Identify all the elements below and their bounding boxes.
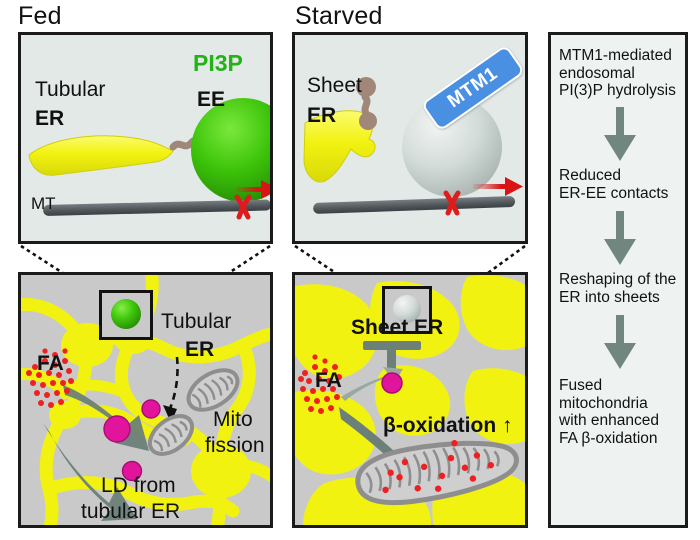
summary-step-1: MTM1-mediated endosomal PI(3)P hydrolysi… (559, 47, 685, 100)
fa-cluster-fed (26, 348, 74, 408)
inset-box-fed (99, 290, 153, 340)
mitochondrion-1 (186, 368, 240, 412)
summary-step-4-line-1: Fused (559, 377, 603, 394)
label-tubular-bottom: Tubular (161, 310, 232, 333)
label-er-fed: ER (35, 107, 65, 130)
lipid-droplet-1 (103, 415, 131, 443)
fa-transfer-arrow-2 (43, 423, 137, 521)
panel-summary: MTM1-mediated endosomal PI(3)P hydrolysi… (548, 32, 688, 528)
label-fa-starved: FA (315, 369, 342, 392)
flow-arrow-icon-2 (604, 211, 636, 265)
lipid-droplet-starved (381, 372, 403, 394)
summary-step-1-line-2: endosomal (559, 64, 635, 82)
summary-step-4-line-4: FA β-oxidation (559, 429, 658, 447)
summary-step-3-line-2: ER into sheets (559, 288, 660, 306)
er-node-3 (191, 444, 251, 498)
label-er-starved: ER (307, 104, 337, 127)
summary-step-4: Fused mitochondria with enhanced FA β-ox… (559, 377, 685, 447)
summary-step-2: Reduced ER-EE contacts (559, 167, 685, 202)
label-sheet-er: Sheet ER (351, 316, 444, 339)
microtubule (43, 199, 270, 216)
lipid-droplet-2 (141, 399, 161, 419)
early-endosome (191, 98, 270, 202)
summary-step-2-line-2: ER-EE contacts (559, 184, 669, 202)
panel-starved-top: MTM1 Sheet ER (292, 32, 528, 244)
label-ee: EE (197, 88, 226, 111)
microtubule-starved (313, 196, 516, 214)
motor-protein-starved (443, 190, 461, 216)
summary-step-1-line-1: MTM1-mediated (559, 47, 672, 64)
inset-ee-vesicle (111, 299, 141, 329)
panel-starved-bottom: FA Sheet ER β-oxidation ↑ (292, 272, 528, 528)
summary-step-4-line-2: mitochondria (559, 394, 648, 412)
label-pi3p: PI3P (193, 50, 243, 76)
dashed-pointer-icon (167, 356, 179, 412)
inset-endosome-gray (393, 295, 421, 323)
panel-fed-top: Tubular ER PI3P EE MT (18, 32, 273, 244)
flow-arrow-icon-3 (604, 315, 636, 369)
page-title-starved: Starved (295, 2, 383, 30)
dashed-pointer-head (163, 405, 177, 423)
endosome-no-pi3p (402, 97, 502, 197)
label-ld-line1: LD from (101, 474, 176, 497)
summary-step-4-line-3: with enhanced (559, 412, 659, 429)
flow-arrow-icon-1 (604, 107, 636, 161)
er-node-4 (49, 401, 81, 429)
summary-step-1-line-3: PI(3)P hydrolysis (559, 82, 676, 99)
label-mt: MT (31, 194, 56, 213)
label-sheet: Sheet (307, 74, 362, 97)
summary-step-3-line-1: Reshaping of the (559, 271, 677, 288)
label-er-bottom: ER (185, 338, 215, 361)
fa-in-mitochondrion (382, 439, 495, 494)
motility-arrowhead-starved (505, 177, 523, 196)
motility-arrow-layer (236, 180, 270, 199)
inset-box-starved (382, 286, 432, 334)
label-fission: fission (205, 434, 265, 457)
tether-knob-top (356, 77, 376, 97)
sheet-er-network (295, 275, 525, 525)
tether-knob-bottom (359, 112, 377, 130)
label-beta-oxidation: β-oxidation ↑ (383, 414, 513, 437)
summary-step-3: Reshaping of the ER into sheets (559, 271, 685, 306)
label-mito: Mito (213, 408, 253, 431)
inhibition-bar-icon (363, 341, 421, 375)
label-ld-line2: tubular ER (81, 500, 181, 523)
page-title-fed: Fed (18, 2, 62, 30)
panel-fed-bottom: FA Tubular ER Mito fission LD from tubul… (18, 272, 273, 528)
motor-protein (234, 194, 252, 220)
tubular-er-shape (28, 135, 174, 176)
lipid-droplet-3 (121, 460, 143, 482)
fused-mitochondrion (355, 439, 519, 506)
summary-step-2-line-1: Reduced (559, 167, 622, 184)
motility-arrowhead (261, 180, 270, 199)
mitochondrion-2 (147, 414, 195, 456)
label-tubular: Tubular (35, 78, 106, 101)
label-fa-fed: FA (37, 352, 64, 375)
fa-cluster-starved (298, 354, 342, 414)
